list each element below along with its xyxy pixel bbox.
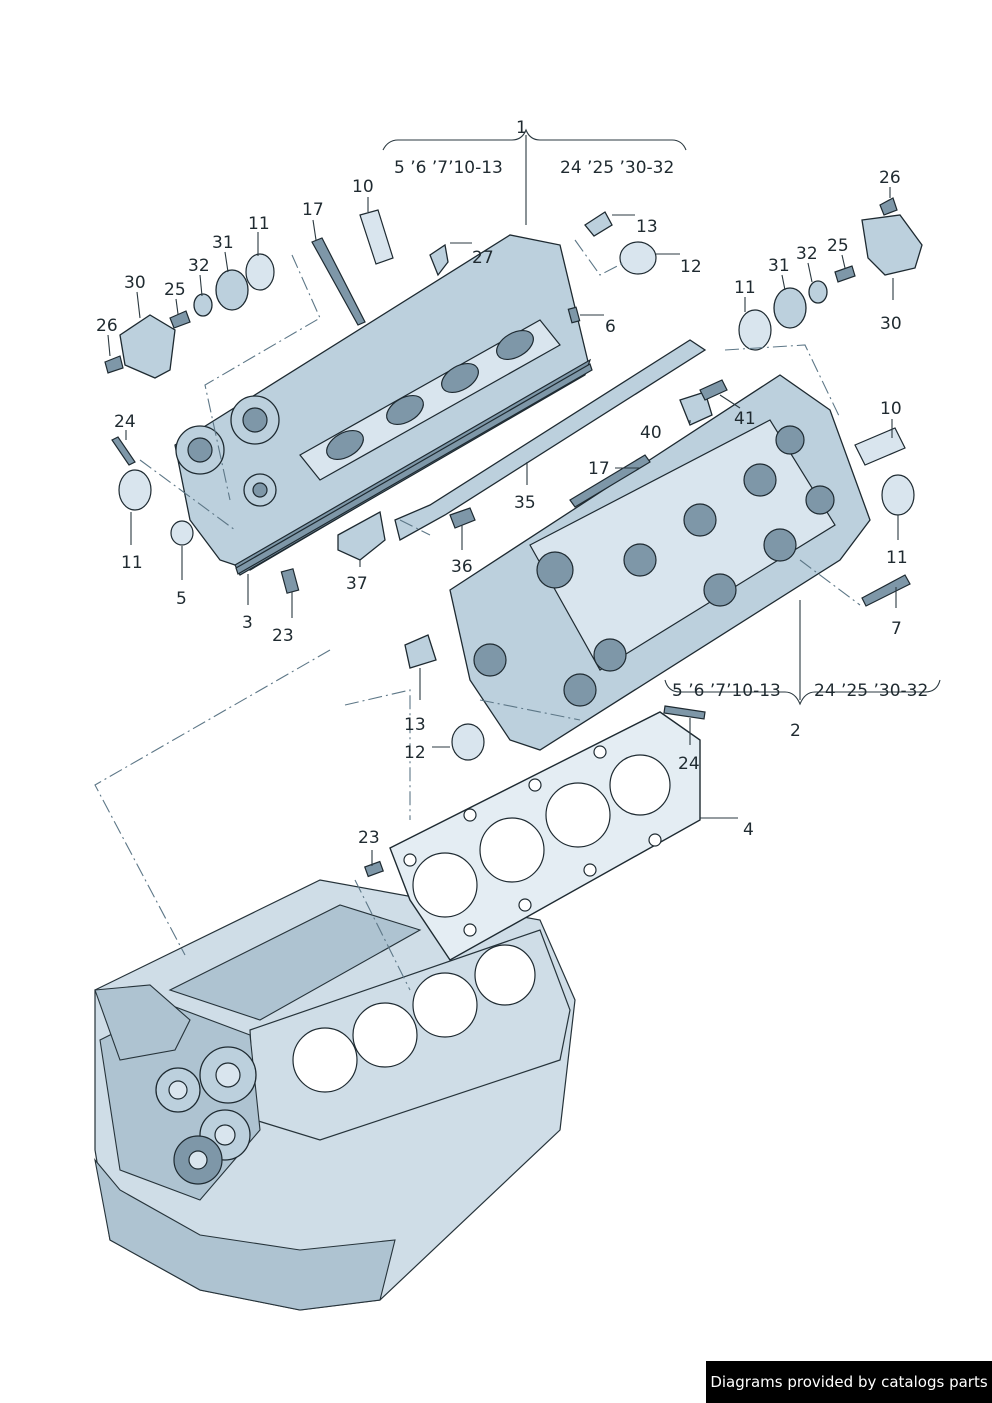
sprocket-part-31-right <box>773 287 807 329</box>
label-24-right: 24 <box>678 754 700 774</box>
label-11-right-lower: 11 <box>886 548 908 568</box>
bracket-part-37 <box>337 510 386 561</box>
label-41: 41 <box>734 409 756 429</box>
bolt-part-25-left <box>169 310 191 329</box>
label-11-lower-left: 11 <box>121 553 143 573</box>
seal-strip-part-3 <box>235 363 593 575</box>
group-bracket-2 <box>664 679 941 706</box>
leader-lines <box>107 135 899 866</box>
label-13-top: 13 <box>636 217 658 237</box>
bolt-part-26-left <box>104 355 124 374</box>
label-10-right: 10 <box>880 399 902 419</box>
label-27: 27 <box>472 248 494 268</box>
bolt-part-41 <box>699 379 728 401</box>
cap-part-5 <box>170 520 194 546</box>
label-23-lower: 23 <box>358 828 380 848</box>
label-24-left: 24 <box>114 412 136 432</box>
label-30-left: 30 <box>124 273 146 293</box>
label-26-left: 26 <box>96 316 118 336</box>
label-31-left: 31 <box>212 233 234 253</box>
group-2-right-ref: 24 ’25 ’30-32 <box>814 681 928 701</box>
label-7: 7 <box>891 619 902 639</box>
sensor-part-27 <box>429 243 449 277</box>
label-17-right: 17 <box>588 459 610 479</box>
label-17-left: 17 <box>302 200 324 220</box>
label-40: 40 <box>640 423 662 443</box>
bolt-part-25-right <box>834 265 856 283</box>
label-12-lower: 12 <box>404 743 426 763</box>
label-12-top: 12 <box>680 257 702 277</box>
stud-part-24-right <box>663 705 706 720</box>
cap-part-12-top <box>619 241 657 275</box>
pin-part-6 <box>567 306 581 324</box>
clamp-part-40 <box>679 391 713 426</box>
label-11-right-mid: 11 <box>734 278 756 298</box>
bolt-part-7 <box>861 574 911 607</box>
label-31-right: 31 <box>768 256 790 276</box>
label-1: 1 <box>516 118 527 138</box>
seal-ring-part-11-right-lower <box>881 474 915 516</box>
tappet-part-10-left <box>359 209 394 265</box>
bolt-part-36 <box>449 507 476 529</box>
label-37: 37 <box>346 574 368 594</box>
label-3: 3 <box>242 613 253 633</box>
plug-part-13-top <box>584 211 613 237</box>
engine-block <box>94 879 576 1311</box>
label-30-right: 30 <box>880 314 902 334</box>
cylinder-head-right-part-2 <box>449 374 871 751</box>
alignment-lines <box>94 239 861 991</box>
cover-part-30-left <box>119 314 176 379</box>
label-13-lower: 13 <box>404 715 426 735</box>
washer-part-32-right <box>808 280 828 304</box>
dowel-part-23-left <box>280 568 300 594</box>
label-25-left: 25 <box>164 280 186 300</box>
group-references: 5 ’6 ’7’10-13 24 ’25 ’30-32 5 ’6 ’7’10-1… <box>394 158 928 701</box>
label-2: 2 <box>790 721 801 741</box>
seal-ring-part-11-right-mid <box>738 309 772 351</box>
label-32-right: 32 <box>796 244 818 264</box>
cap-part-12-lower <box>451 723 485 761</box>
label-25-right: 25 <box>827 236 849 256</box>
label-4: 4 <box>743 820 754 840</box>
bolt-part-26-right <box>879 197 898 216</box>
label-35: 35 <box>514 493 536 513</box>
stud-part-24-left <box>111 436 136 466</box>
label-6: 6 <box>605 317 616 337</box>
seal-ring-part-11-top-left <box>245 253 275 291</box>
label-32-left: 32 <box>188 256 210 276</box>
seal-ring-part-11-lower-left <box>118 469 152 511</box>
bolt-part-17-left <box>311 237 366 326</box>
label-23-left: 23 <box>272 626 294 646</box>
washer-part-32-left <box>193 293 213 317</box>
dowel-part-23-lower <box>364 860 384 878</box>
group-bracket-1 <box>382 128 687 151</box>
group-2-left-ref: 5 ’6 ’7’10-13 <box>672 681 781 701</box>
group-1-left-ref: 5 ’6 ’7’10-13 <box>394 158 503 178</box>
plug-part-13-lower <box>404 634 437 669</box>
part-labels: 1 10 17 11 31 32 30 25 26 27 13 12 6 24 … <box>96 118 908 848</box>
sprocket-part-31-left <box>215 269 249 311</box>
label-11-top-left: 11 <box>248 214 270 234</box>
credit-banner: Diagrams provided by catalogs parts <box>706 1361 992 1403</box>
tube-part-35 <box>394 339 707 541</box>
head-gasket-part-4 <box>389 711 701 961</box>
group-1-right-ref: 24 ’25 ’30-32 <box>560 158 674 178</box>
label-36: 36 <box>451 557 473 577</box>
cover-part-30-right <box>861 214 923 276</box>
tappet-part-10-right <box>854 427 906 466</box>
label-26-right: 26 <box>879 168 901 188</box>
label-5: 5 <box>176 589 187 609</box>
label-10-left: 10 <box>352 177 374 197</box>
